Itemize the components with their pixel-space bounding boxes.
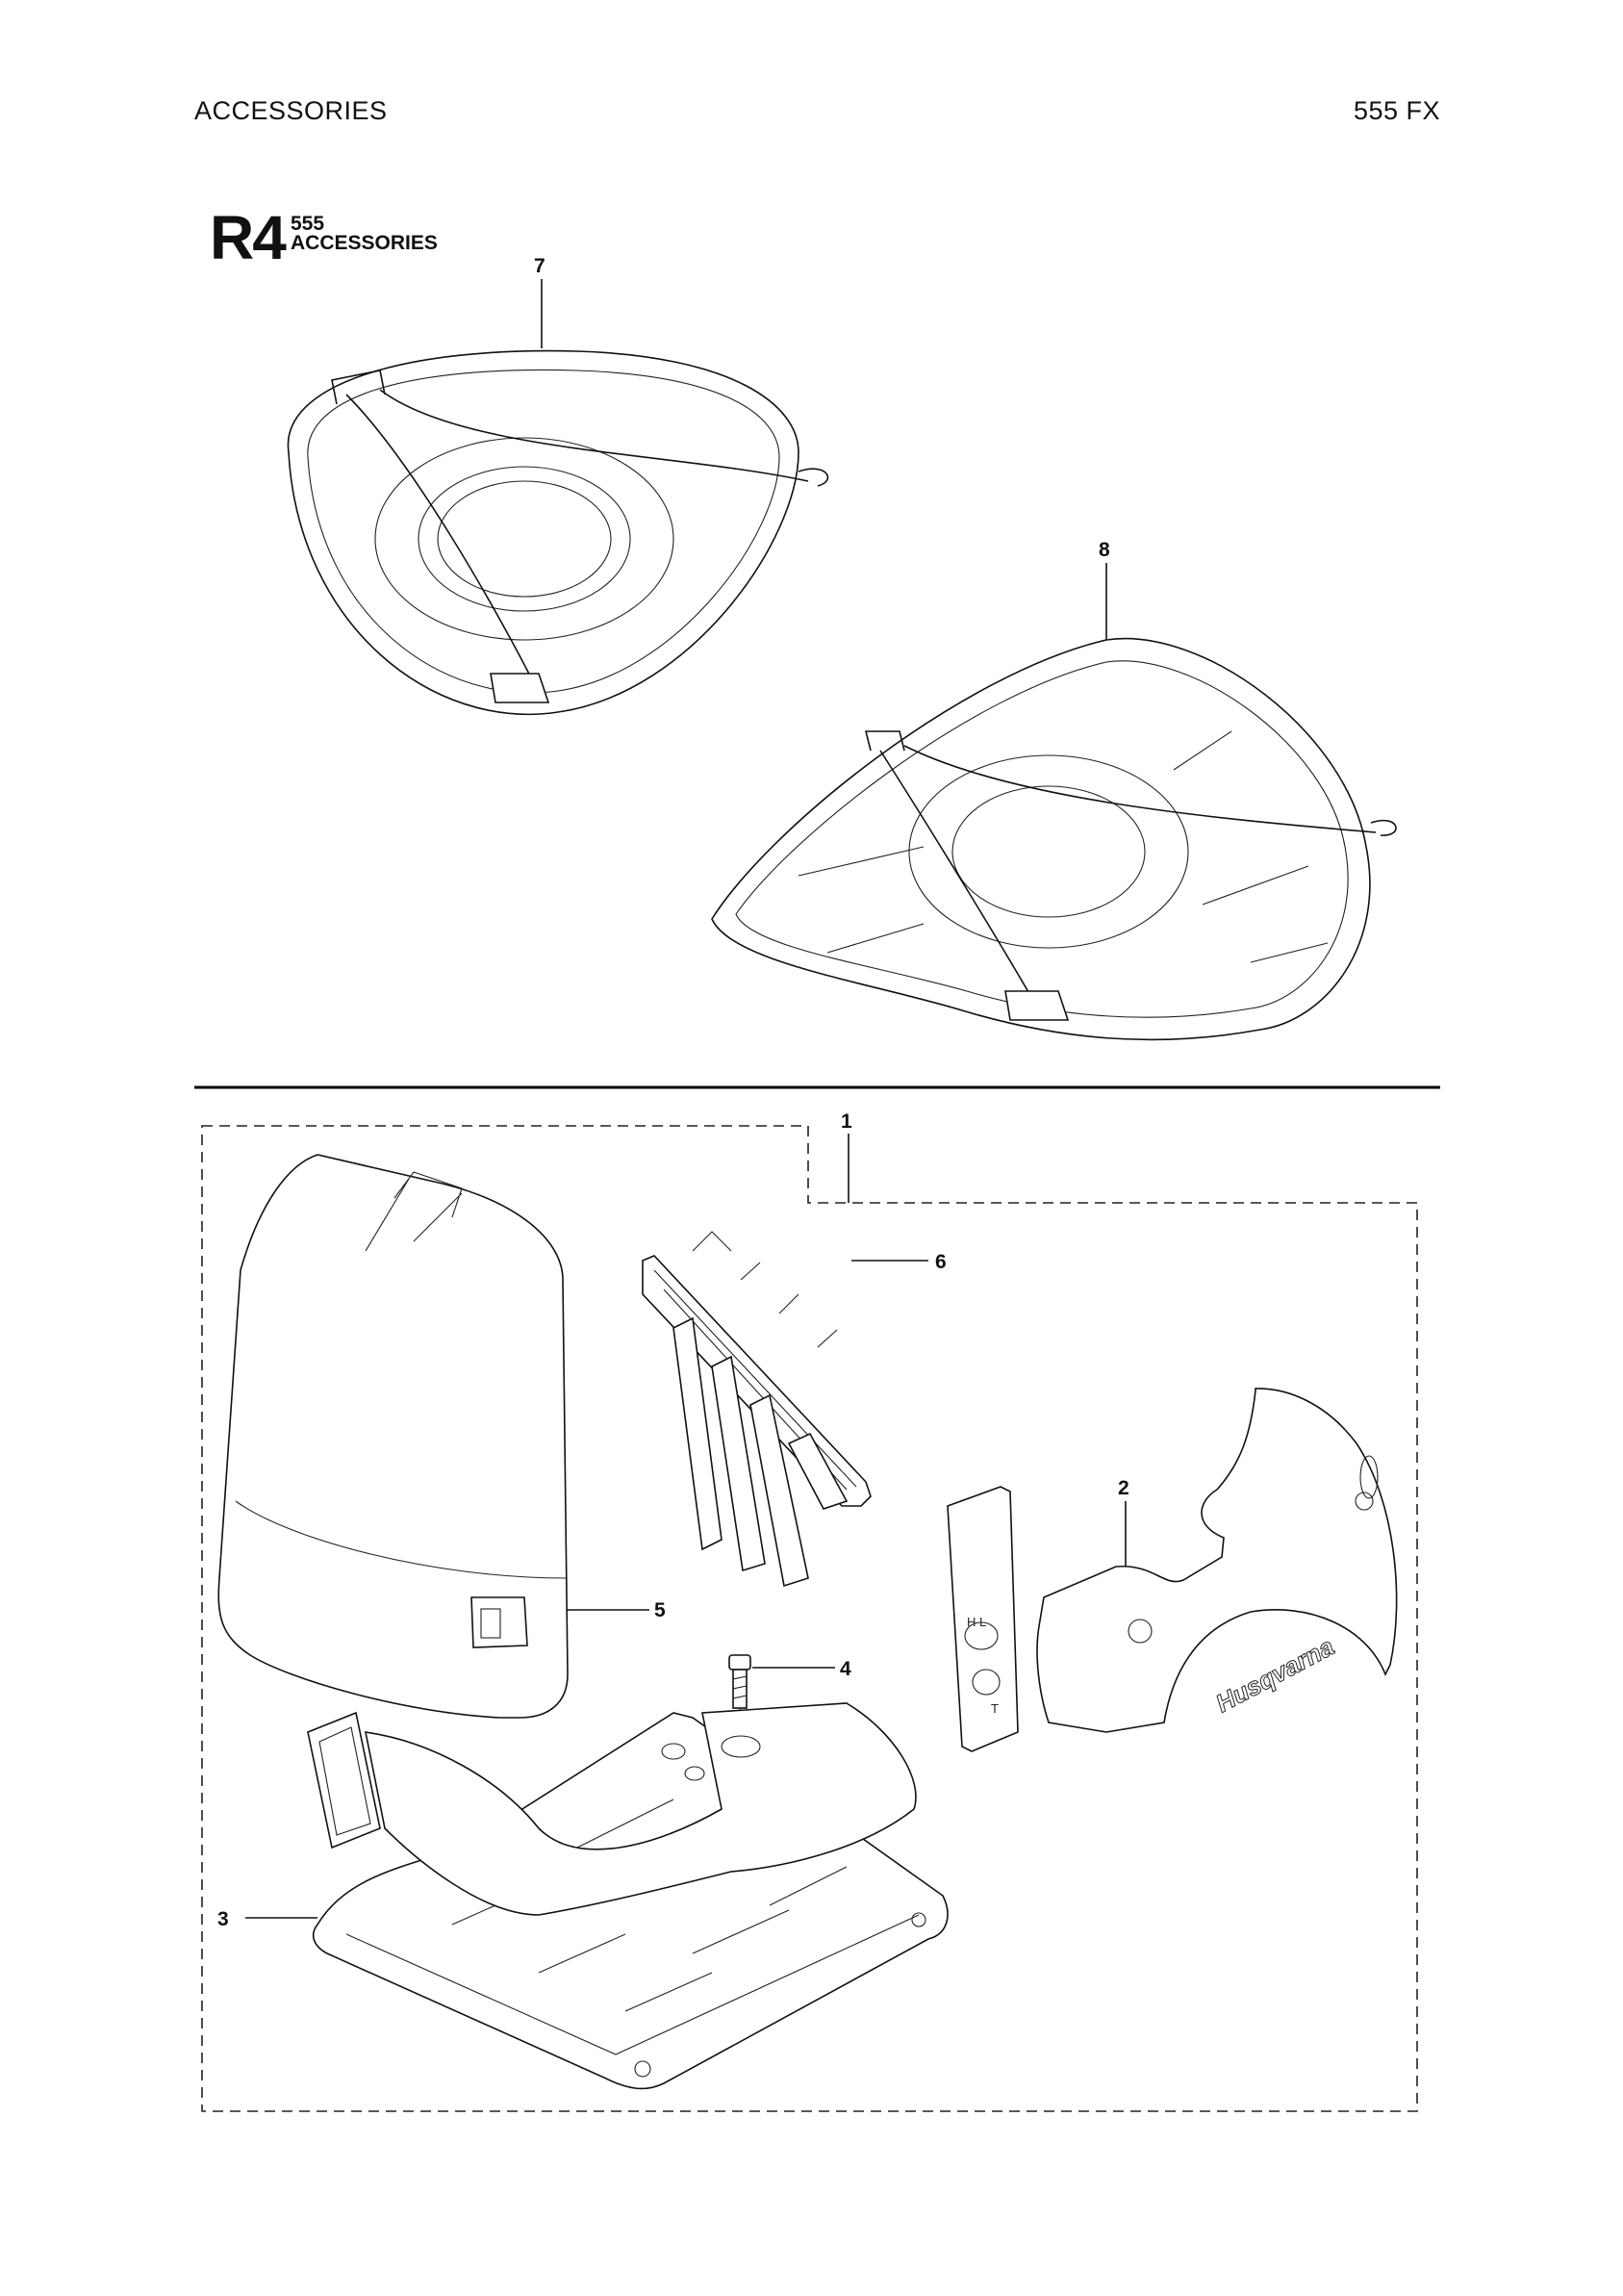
part-5-filter-cover[interactable]	[217, 1154, 569, 1719]
part-7-guard-round[interactable]	[287, 349, 829, 716]
marking-t: T	[991, 1701, 999, 1716]
callout-6: 6	[935, 1251, 947, 1273]
callout-2: 2	[1118, 1477, 1129, 1499]
callout-8: 8	[1099, 539, 1110, 561]
marking-hl: H L	[967, 1615, 986, 1629]
diagram-model: 555	[291, 213, 325, 235]
diagram-code: R4	[210, 203, 287, 272]
husqvarna-logo: Husqvarna	[1211, 1632, 1339, 1719]
part-8-guard-triangular[interactable]	[711, 637, 1397, 1041]
callout-1: 1	[841, 1110, 852, 1133]
header-model-label: 555 FX	[1353, 96, 1440, 125]
callout-4: 4	[840, 1658, 851, 1680]
part-3-filter-base[interactable]	[307, 1702, 949, 2090]
kit-boundary-part-1	[201, 1125, 1418, 2112]
part-6-air-filter[interactable]	[642, 1231, 872, 1588]
callout-3: 3	[217, 1908, 229, 1930]
callout-5: 5	[654, 1599, 666, 1621]
diagram-name: ACCESSORIES	[291, 232, 438, 254]
part-2-side-cover[interactable]: H L T Husqvarna	[947, 1388, 1398, 1752]
diagram-title: 555 ACCESSORIES	[291, 213, 438, 254]
header-section-label: ACCESSORIES	[194, 96, 388, 125]
callout-7: 7	[534, 255, 545, 277]
